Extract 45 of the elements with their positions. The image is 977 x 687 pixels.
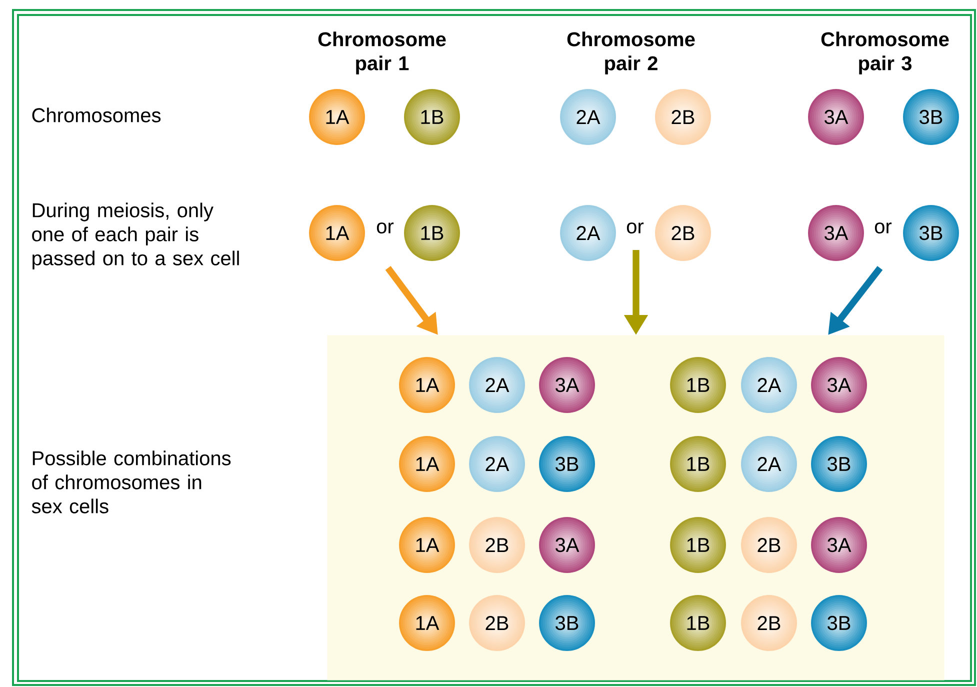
chromosome-ball: 3A: [539, 517, 595, 573]
column-heading: Chromosome pair 3: [821, 32, 949, 74]
chromosome-ball: 1B: [404, 89, 460, 145]
chromosome-ball: 2A: [469, 436, 525, 492]
chromosome-ball: 1A: [399, 595, 455, 651]
chromosome-ball: 2B: [741, 517, 797, 573]
chromosome-ball: 3B: [811, 436, 867, 492]
chromosome-ball: 1B: [670, 357, 726, 413]
chromosome-ball: 3A: [539, 357, 595, 413]
row-label: Chromosomes: [32, 108, 161, 122]
chromosome-ball: 1A: [399, 357, 455, 413]
row-label: Possible combinations of chromosomes in sex cells: [32, 450, 231, 514]
chromosome-ball: 3B: [539, 595, 595, 651]
chromosome-ball: 2B: [469, 595, 525, 651]
or-text: or: [626, 222, 644, 234]
chromosome-ball: 3A: [811, 357, 867, 413]
chromosome-ball: 2A: [469, 357, 525, 413]
column-heading: Chromosome pair 2: [567, 32, 695, 74]
or-text: or: [874, 222, 892, 234]
or-text: or: [376, 222, 394, 234]
row-label: During meiosis, only one of each pair is passed on to a sex cell: [32, 202, 239, 270]
chromosome-ball: 3A: [808, 89, 864, 145]
chromosome-ball: 2B: [469, 517, 525, 573]
chromosome-ball: 1B: [670, 517, 726, 573]
chromosome-ball: 1A: [399, 436, 455, 492]
chromosome-ball: 2A: [560, 89, 616, 145]
chromosome-ball: 3A: [811, 517, 867, 573]
chromosome-ball: 1B: [670, 595, 726, 651]
chromosome-ball: 3B: [811, 595, 867, 651]
chromosome-ball: 3A: [808, 205, 864, 261]
chromosome-ball: 2B: [741, 595, 797, 651]
chromosome-ball: 1B: [404, 205, 460, 261]
chromosome-ball: 1A: [399, 517, 455, 573]
chromosome-ball: 2B: [655, 205, 711, 261]
chromosome-ball: 1B: [670, 436, 726, 492]
chromosome-ball: 1A: [309, 205, 365, 261]
chromosome-ball: 3B: [903, 205, 959, 261]
chromosome-ball: 3B: [903, 89, 959, 145]
chromosome-ball: 2A: [560, 205, 616, 261]
chromosome-ball: 1A: [309, 89, 365, 145]
column-heading: Chromosome pair 1: [318, 32, 446, 74]
chromosome-ball: 3B: [539, 436, 595, 492]
chromosome-ball: 2A: [741, 357, 797, 413]
chromosome-ball: 2B: [655, 89, 711, 145]
chromosome-ball: 2A: [741, 436, 797, 492]
